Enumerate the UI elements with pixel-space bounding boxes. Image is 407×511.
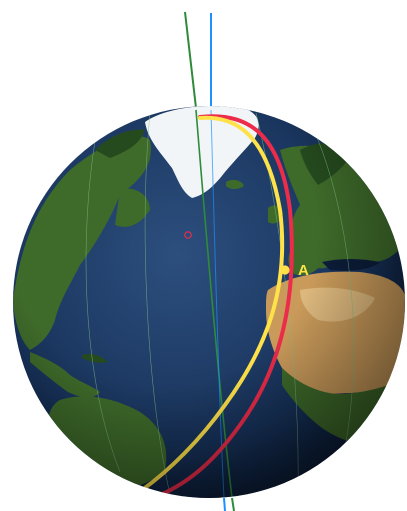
- globe-surface: [13, 106, 405, 498]
- yellow-dot-icon: [280, 265, 290, 275]
- green-axis-line-top: [184, 11, 197, 109]
- green-axis-line-bottom: [231, 497, 235, 511]
- blue-axis-line-bottom: [223, 497, 226, 511]
- point-a-label: A: [298, 262, 309, 279]
- globe-shading: [13, 106, 405, 498]
- red-ring-icon: [184, 231, 192, 239]
